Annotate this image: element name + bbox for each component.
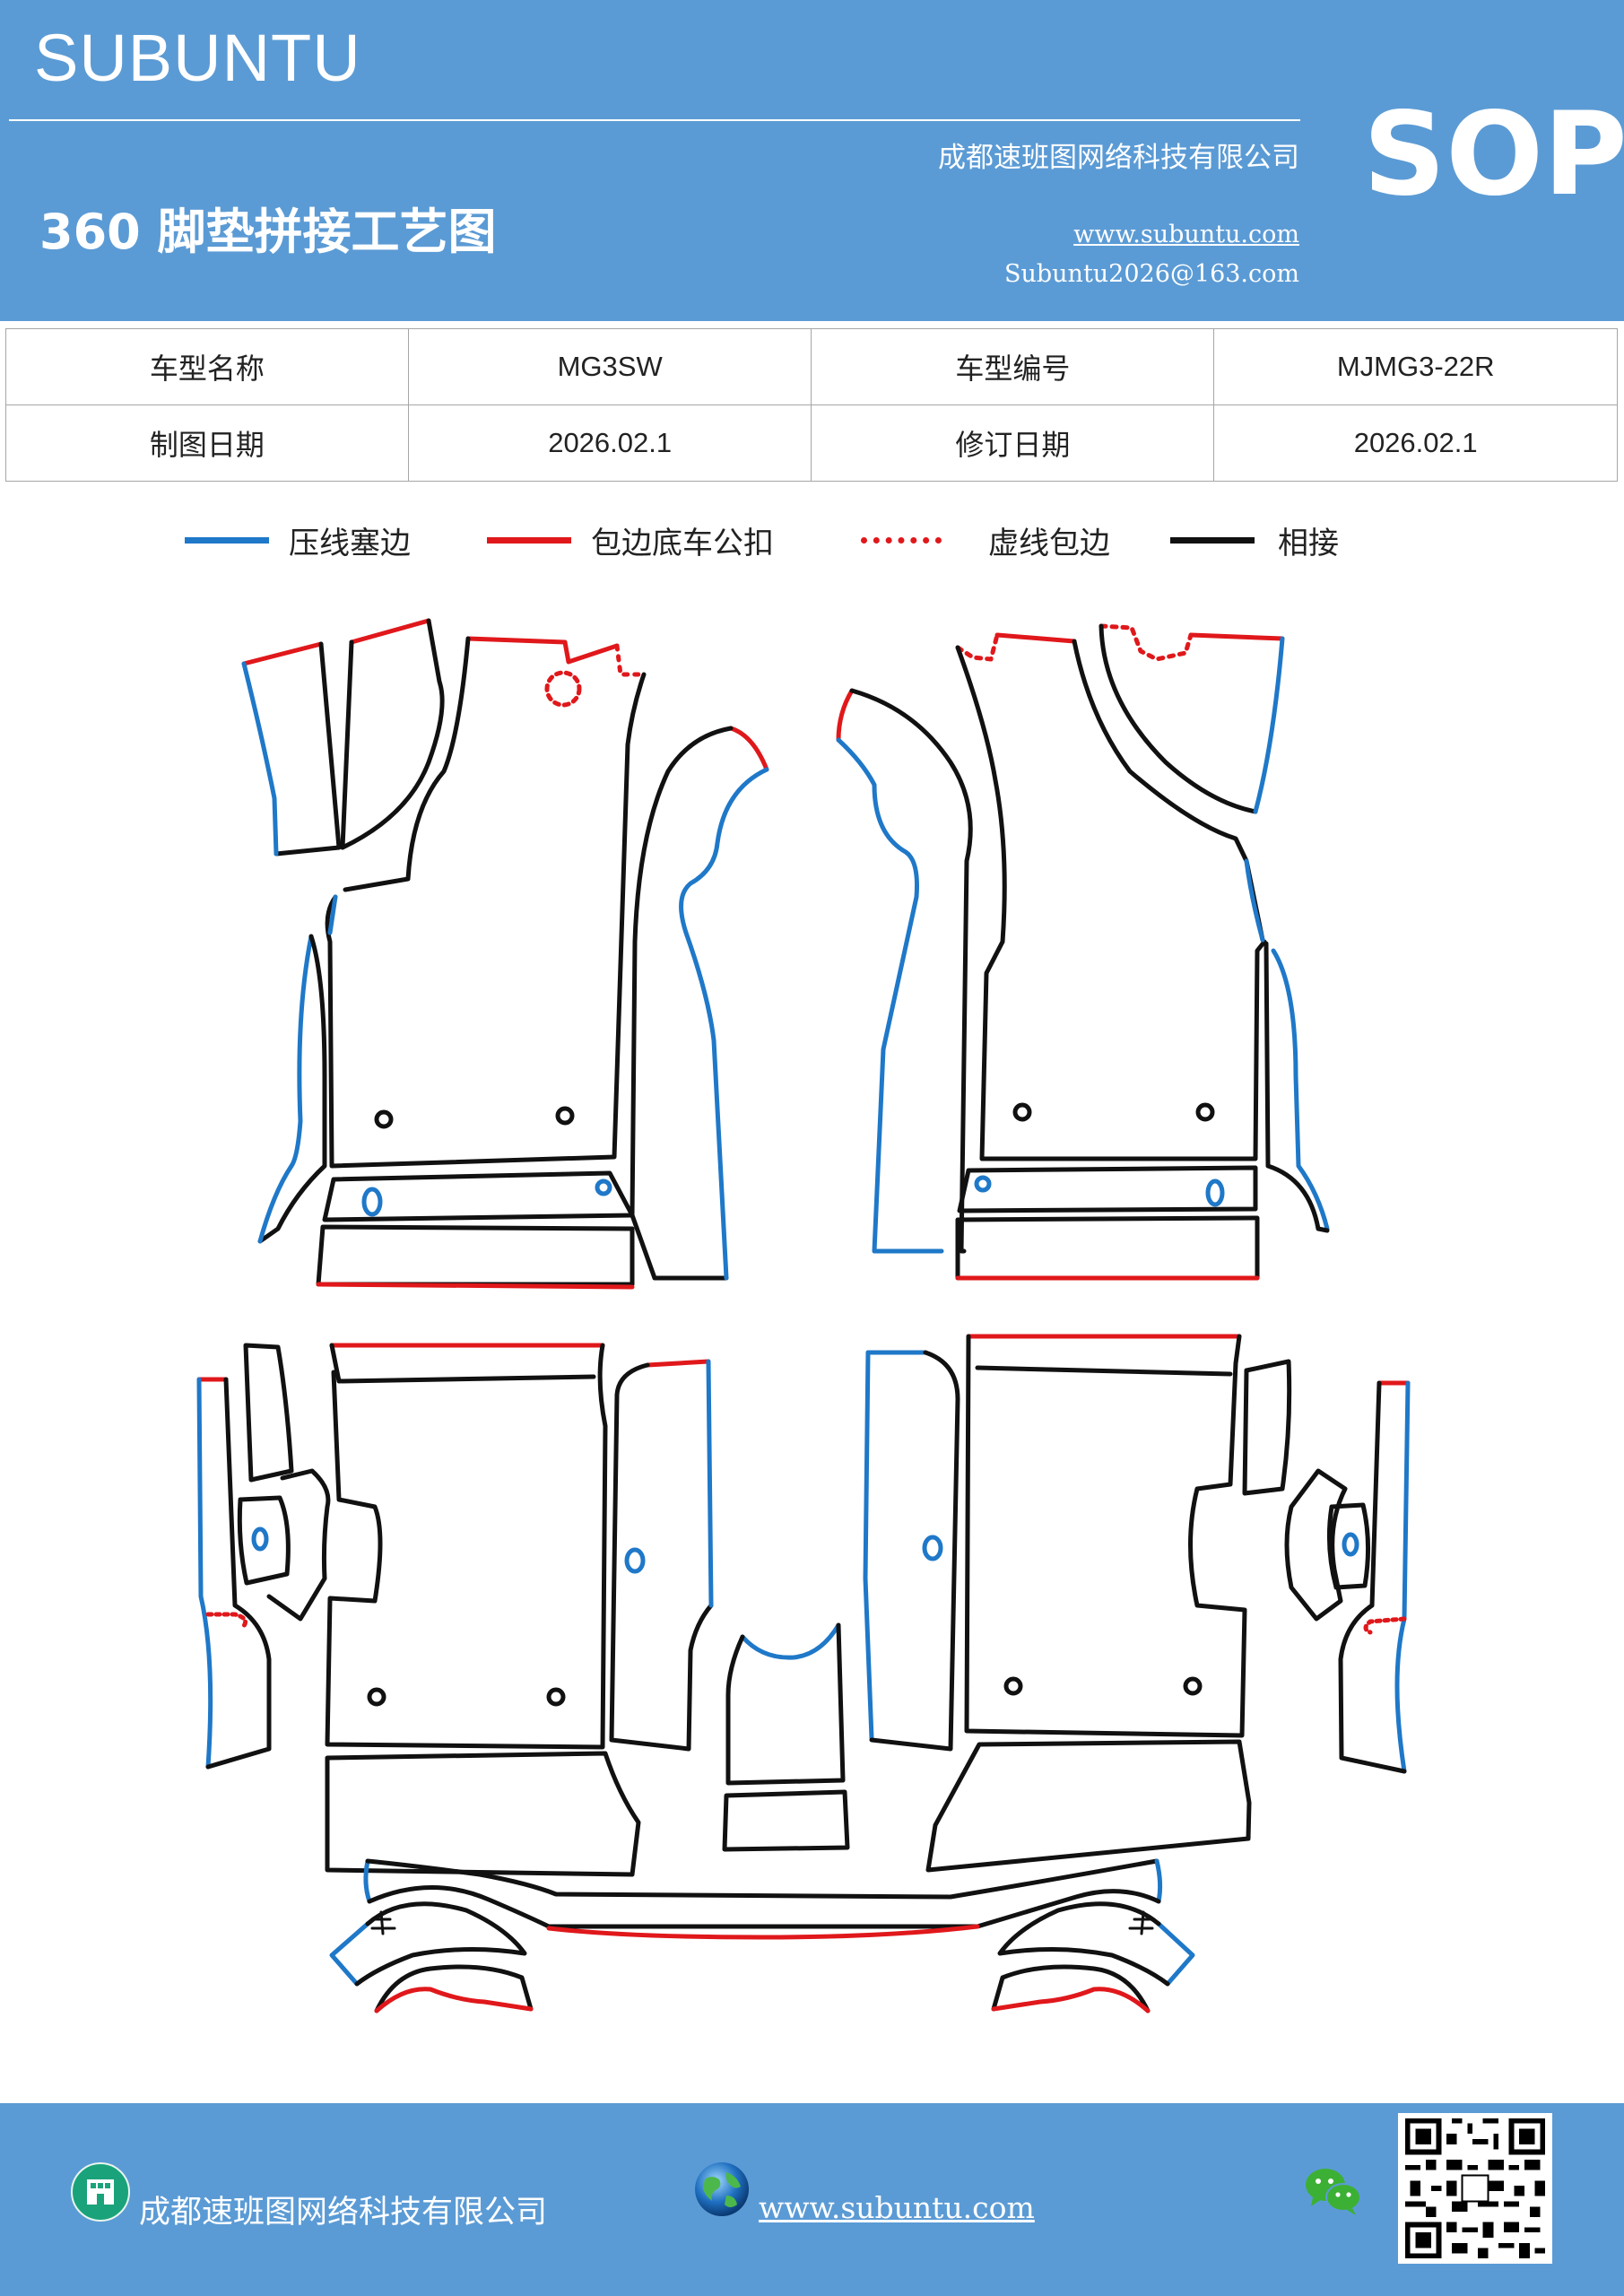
label-vehicle-code: 车型编号 (811, 328, 1215, 405)
header-banner (0, 0, 1624, 321)
qr-code-pattern (1400, 2113, 1550, 2264)
rear-right-mat-group (863, 1334, 1411, 1873)
vehicle-info-table: 车型名称 MG3SW 车型编号 MJMG3-22R 制图日期 2026.02.1… (5, 328, 1618, 482)
sop-badge: SOP (1363, 88, 1624, 222)
document-title: 360 脚垫拼接工艺图 (39, 204, 497, 260)
legend-label: 压线塞边 (289, 526, 411, 561)
legend-label: 相接 (1278, 526, 1339, 561)
rear-left-mat-group (196, 1343, 714, 1877)
label-draw-date: 制图日期 (5, 404, 409, 482)
value-vehicle-code: MJMG3-22R (1213, 328, 1618, 405)
label-revision-date: 修订日期 (811, 404, 1215, 482)
header-website-link[interactable]: www.subuntu.com (1073, 221, 1299, 248)
footer-website-link[interactable]: www.subuntu.com (759, 2190, 1035, 2225)
header-email[interactable]: Subuntu2026@163.com (1004, 260, 1299, 288)
floor-mat-diagram (196, 618, 1411, 2013)
brand-logo-text: SUBUNTU (34, 21, 361, 95)
label-vehicle-name: 车型名称 (5, 328, 409, 405)
legend-swatch-red (487, 537, 571, 544)
table-row: 车型名称 MG3SW 车型编号 MJMG3-22R (5, 328, 1618, 405)
legend-item-dotted-edge: 虚线包边 (861, 518, 1110, 562)
building-icon (71, 2162, 130, 2222)
header-company-name: 成都速班图网络科技有限公司 (938, 142, 1299, 174)
wechat-icon[interactable] (1302, 2163, 1365, 2217)
footer-company-name: 成都速班图网络科技有限公司 (139, 2195, 548, 2231)
legend-swatch-red-dotted (861, 537, 942, 544)
trunk-mat-group (329, 1858, 1195, 2013)
value-vehicle-name: MG3SW (407, 328, 812, 405)
legend-item-joined: 相接 (1170, 518, 1339, 562)
globe-icon (695, 2162, 749, 2216)
legend-swatch-black (1170, 537, 1255, 544)
front-left-mat-group (241, 618, 769, 1290)
legend-item-edge-buckle: 包边底车公扣 (487, 518, 774, 562)
table-row: 制图日期 2026.02.1 修订日期 2026.02.1 (5, 404, 1618, 482)
value-revision-date: 2026.02.1 (1213, 404, 1618, 482)
value-draw-date: 2026.02.1 (407, 404, 812, 482)
qr-code[interactable] (1398, 2113, 1552, 2264)
center-tunnel-mat (722, 1622, 850, 1852)
legend-label: 包边底车公扣 (591, 526, 774, 561)
front-right-mat-group (836, 623, 1330, 1281)
legend-label: 虚线包边 (988, 526, 1110, 561)
header-divider (9, 119, 1300, 121)
legend-item-press-line: 压线塞边 (185, 518, 411, 562)
legend-swatch-blue (185, 537, 269, 544)
